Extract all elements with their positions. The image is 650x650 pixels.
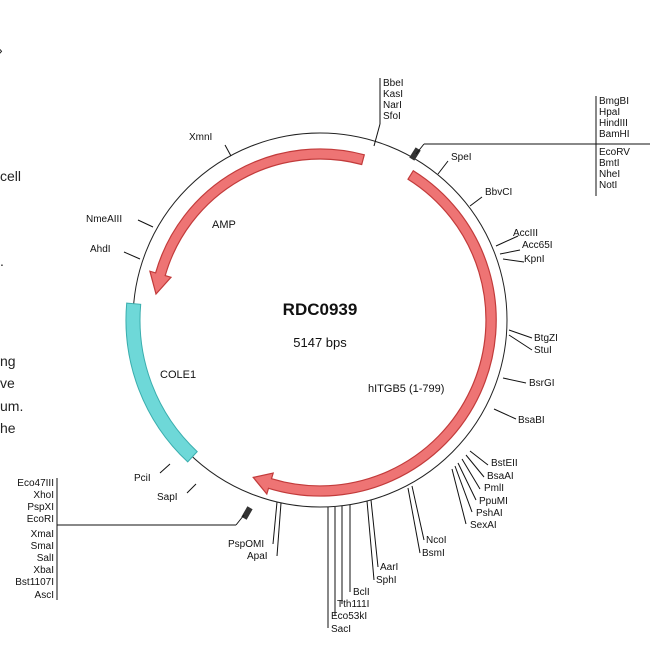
site-saci: SacI xyxy=(331,624,351,635)
site-ncoi: NcoI xyxy=(426,535,447,546)
site-sali: SalI xyxy=(37,553,54,564)
itgb5-arrow xyxy=(252,169,497,497)
site-marker-top xyxy=(409,147,421,161)
side-text-5: um. xyxy=(0,398,23,414)
site-xmai: XmaI xyxy=(31,529,54,540)
site-smai: SmaI xyxy=(31,541,54,552)
bsteii-site-group: BstEII BsaAI PmlI PpuMI PshAI SexAI xyxy=(451,450,518,531)
site-apai: ApaI xyxy=(247,551,268,562)
site-asci: AscI xyxy=(35,590,54,601)
site-bsteii: BstEII xyxy=(491,458,518,469)
site-bcli: BclI xyxy=(353,587,370,598)
acciii-site-group: AccIII Acc65I KpnI xyxy=(495,228,553,265)
plasmid-size: 5147 bps xyxy=(293,335,347,350)
site-ecorv: EcoRV xyxy=(599,147,630,158)
site-sfoi: SfoI xyxy=(383,111,401,122)
ncoi-site-group: NcoI BsmI xyxy=(407,485,447,559)
site-sexai: SexAI xyxy=(470,520,497,531)
site-xmni: XmnI xyxy=(189,132,212,143)
site-sapi: SapI xyxy=(157,492,178,503)
bbei-site-group: BbeI KasI NarI SfoI xyxy=(373,78,404,147)
site-acciii: AccIII xyxy=(513,228,538,239)
site-acc65i: Acc65I xyxy=(522,240,553,251)
site-spei: SpeI xyxy=(451,152,472,163)
btgzi-site-group: BtgZI StuI xyxy=(508,329,558,356)
cole1-label: COLE1 xyxy=(160,369,196,381)
site-bsrgi: BsrGI xyxy=(529,378,555,389)
site-pspxi: PspXI xyxy=(27,502,54,513)
site-bmti: BmtI xyxy=(599,158,620,169)
site-bsaai: BsaAI xyxy=(487,471,514,482)
page-fragment-mark: › xyxy=(0,42,3,58)
cole1-origin-band xyxy=(125,302,198,463)
site-nhei: NheI xyxy=(599,169,620,180)
site-hindiii: HindIII xyxy=(599,118,628,129)
site-btgzi: BtgZI xyxy=(534,333,558,344)
side-text-1: cell xyxy=(0,168,21,184)
side-text-3: ng xyxy=(0,353,16,369)
site-pspomi: PspOMI xyxy=(228,539,264,550)
site-nmeaiii: NmeAIII xyxy=(86,214,122,225)
site-stui: StuI xyxy=(534,345,552,356)
amp-arrow xyxy=(149,148,366,296)
amp-label: AMP xyxy=(212,219,236,231)
site-aari: AarI xyxy=(380,562,398,573)
site-ppumi: PpuMI xyxy=(479,496,508,507)
eco47iii-site-group: Eco47III XhoI PspXI EcoRI XmaI SmaI SalI… xyxy=(15,478,245,601)
site-bbvci: BbvCI xyxy=(485,187,512,198)
site-bsabi: BsaBI xyxy=(518,415,545,426)
site-bamhi: BamHI xyxy=(599,129,630,140)
pspomi-site-group: PspOMI ApaI xyxy=(228,501,282,562)
side-text-2: . xyxy=(0,253,4,269)
side-text-4: ve xyxy=(0,375,15,391)
site-eco53ki: Eco53kI xyxy=(331,611,367,622)
site-ecori: EcoRI xyxy=(27,514,54,525)
site-xbai: XbaI xyxy=(33,565,54,576)
bmgbi-site-group: BmgBI HpaI HindIII BamHI EcoRV BmtI NheI… xyxy=(415,96,650,196)
site-bmgbi: BmgBI xyxy=(599,96,629,107)
site-sphi: SphI xyxy=(376,575,397,586)
site-xhoi: XhoI xyxy=(33,490,54,501)
site-bbei: BbeI xyxy=(383,78,404,89)
site-nari: NarI xyxy=(383,100,402,111)
side-text-6: he xyxy=(0,420,16,436)
bcli-site-group: BclI Tth111I Eco53kI SacI xyxy=(327,505,370,635)
site-tth111i: Tth111I xyxy=(337,599,369,610)
itgb5-label: hITGB5 (1-799) xyxy=(368,383,444,395)
plasmid-name: RDC0939 xyxy=(283,300,358,319)
site-eco47iii: Eco47III xyxy=(17,478,54,489)
site-pshai: PshAI xyxy=(476,508,503,519)
site-pcii: PciI xyxy=(134,473,151,484)
site-hpai: HpaI xyxy=(599,107,620,118)
site-bst1107i: Bst1107I xyxy=(15,577,54,588)
site-marker-bottom xyxy=(241,506,253,520)
site-pmli: PmlI xyxy=(484,483,504,494)
site-noti: NotI xyxy=(599,180,617,191)
site-kpni: KpnI xyxy=(524,254,545,265)
site-ahdi: AhdI xyxy=(90,244,111,255)
site-kasi: KasI xyxy=(383,89,403,100)
aari-site-group: AarI SphI xyxy=(366,499,398,586)
site-bsmi: BsmI xyxy=(422,548,445,559)
